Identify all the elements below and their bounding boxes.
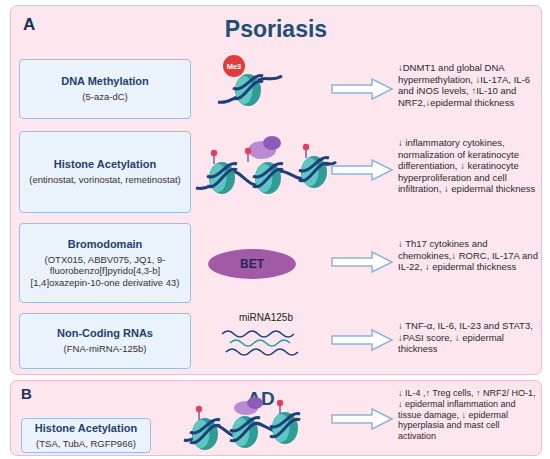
result-text: ↓ IL-4 ,↑ Treg cells, ↑ NRF2/ HO-1, ↓ ep… — [398, 388, 540, 442]
drug-list: (5-aza-dC) — [82, 91, 127, 103]
method-box: DNA Methylation (5-aza-dC) — [19, 59, 191, 119]
method-title: DNA Methylation — [61, 75, 149, 88]
result-text: ↓ Th17 cytokines and chemokines,↓ RORC, … — [398, 238, 540, 273]
result-text: ↓ TNF-α, IL-6, IL-23 and STAT3, ↓PASI sc… — [398, 320, 540, 355]
result-text: ↓ inflammatory cytokines, normalization … — [398, 137, 540, 195]
protein-label: BET — [240, 257, 264, 271]
method-title: Bromodomain — [68, 238, 143, 251]
panel-letter: A — [23, 15, 35, 35]
drug-list: (TSA, TubA, RGFP966) — [36, 438, 136, 450]
drug-list: (entinostat, vorinostat, remetinostat) — [29, 174, 181, 186]
result-text: ↓DNMT1 and global DNA hypermethylation, … — [398, 62, 540, 108]
method-box: Non-Coding RNAs (FNA-miRNA-125b) — [19, 313, 191, 369]
method-title: Non-Coding RNAs — [57, 327, 153, 340]
method-box: Bromodomain (OTX015, ABBV075, JQ1, 9-fluo… — [19, 223, 191, 303]
method-box: Histone Acetylation (entinostat, vorinost… — [19, 131, 191, 213]
panel-letter: B — [21, 385, 32, 402]
method-box: Histone Acetylation (TSA, TubA, RGFP966) — [21, 418, 151, 453]
drug-list: (OTX015, ABBV075, JQ1, 9-fluorobenzo[f]p… — [26, 254, 184, 289]
mark-text: Me3 — [227, 62, 242, 71]
methyl-mark: Me3 — [223, 55, 245, 77]
method-title: Histone Acetylation — [35, 422, 137, 435]
method-title: Histone Acetylation — [54, 158, 156, 171]
rna-label: miRNA125b — [226, 312, 306, 324]
drug-list: (FNA-miRNA-125b) — [64, 343, 147, 355]
panel-title: Psoriasis — [11, 16, 541, 43]
bet-ellipse: BET — [208, 249, 296, 279]
